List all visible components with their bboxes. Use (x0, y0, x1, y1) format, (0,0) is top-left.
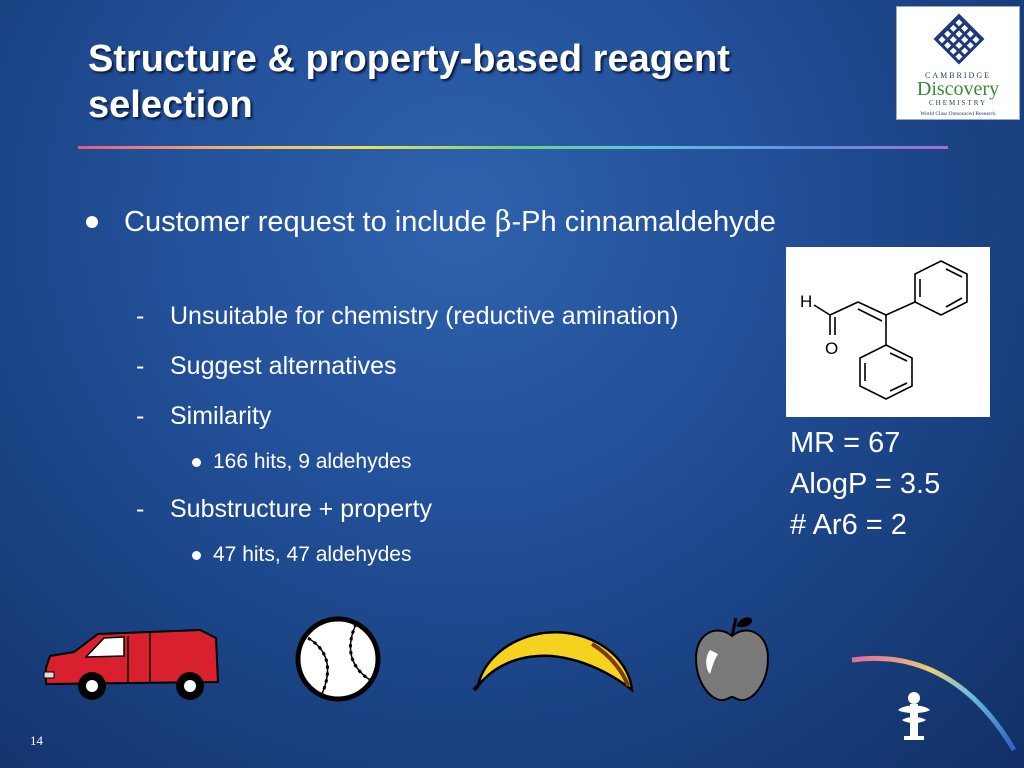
logo-diamond-icon: CAMBRIDGE Discovery CHEMISTRY World Clas… (917, 13, 999, 117)
sub-bullet-4: - Substructure + property (136, 495, 432, 524)
molecule-properties: MR = 67 AlogP = 3.5 # Ar6 = 2 (790, 423, 940, 546)
bullet-dot-icon (86, 215, 98, 228)
dash-marker: - (136, 402, 145, 430)
atom-o-label: O (825, 339, 838, 358)
property-alogp: AlogP = 3.5 (790, 468, 941, 500)
cinnamaldehyde-structure-icon: H O (800, 260, 968, 400)
apple-icon (694, 617, 770, 702)
logo-tagline: World Class Outsourced Research (920, 111, 995, 117)
sub-bullet-2: - Suggest alternatives (136, 352, 397, 381)
bullet-main-prefix: Customer request to include (124, 206, 495, 238)
sub-bullet-2-text: Suggest alternatives (170, 352, 397, 380)
logo-text-discovery: Discovery (917, 78, 999, 100)
sub-bullet-3: - Similarity (136, 402, 271, 431)
bullet-main: Customer request to include β-Ph cinnama… (86, 204, 776, 239)
van-icon (43, 628, 220, 700)
logo-text-cambridge: CAMBRIDGE (925, 71, 991, 80)
property-mr: MR = 67 (790, 427, 901, 459)
cambridge-discovery-logo: CAMBRIDGE Discovery CHEMISTRY World Clas… (896, 6, 1020, 120)
atom-h-label: H (800, 292, 812, 311)
sub-bullet-3-text: Similarity (170, 402, 272, 430)
property-ar6: # Ar6 = 2 (790, 509, 907, 541)
sub-bullet-4-text: Substructure + property (170, 495, 432, 523)
sub-bullet-1-text: Unsuitable for chemistry (reductive amin… (170, 302, 679, 330)
bullet-dot-icon (192, 457, 201, 467)
title-divider (78, 146, 948, 149)
dash-marker: - (136, 302, 145, 330)
bullet-main-suffix: -Ph cinnamaldehyde (511, 206, 776, 238)
sub-sub-bullet-1: 166 hits, 9 aldehydes (192, 450, 411, 474)
title-line-2: selection (88, 84, 253, 126)
banana-icon (472, 631, 634, 693)
slide-title: Structure & property-based reagent selec… (88, 36, 888, 128)
bullet-main-text: Customer request to include β-Ph cinnama… (124, 204, 776, 239)
page-number: 14 (30, 733, 43, 748)
sub-sub-bullet-1-text: 166 hits, 9 aldehydes (213, 450, 412, 473)
bullet-dot-icon (192, 550, 201, 560)
beta-symbol: β (494, 204, 512, 238)
logo-text-chemistry: CHEMISTRY (929, 99, 987, 107)
molecule-structure: H O (786, 247, 990, 417)
sub-bullet-1: - Unsuitable for chemistry (reductive am… (136, 302, 679, 331)
dash-marker: - (136, 495, 145, 523)
dash-marker: - (136, 352, 145, 380)
title-line-1: Structure & property-based reagent (88, 38, 730, 80)
baseball-icon (295, 616, 381, 702)
sub-sub-bullet-2-text: 47 hits, 47 aldehydes (213, 543, 412, 566)
caduceus-logo-icon (851, 655, 1017, 752)
sub-sub-bullet-2: 47 hits, 47 aldehydes (192, 543, 411, 567)
